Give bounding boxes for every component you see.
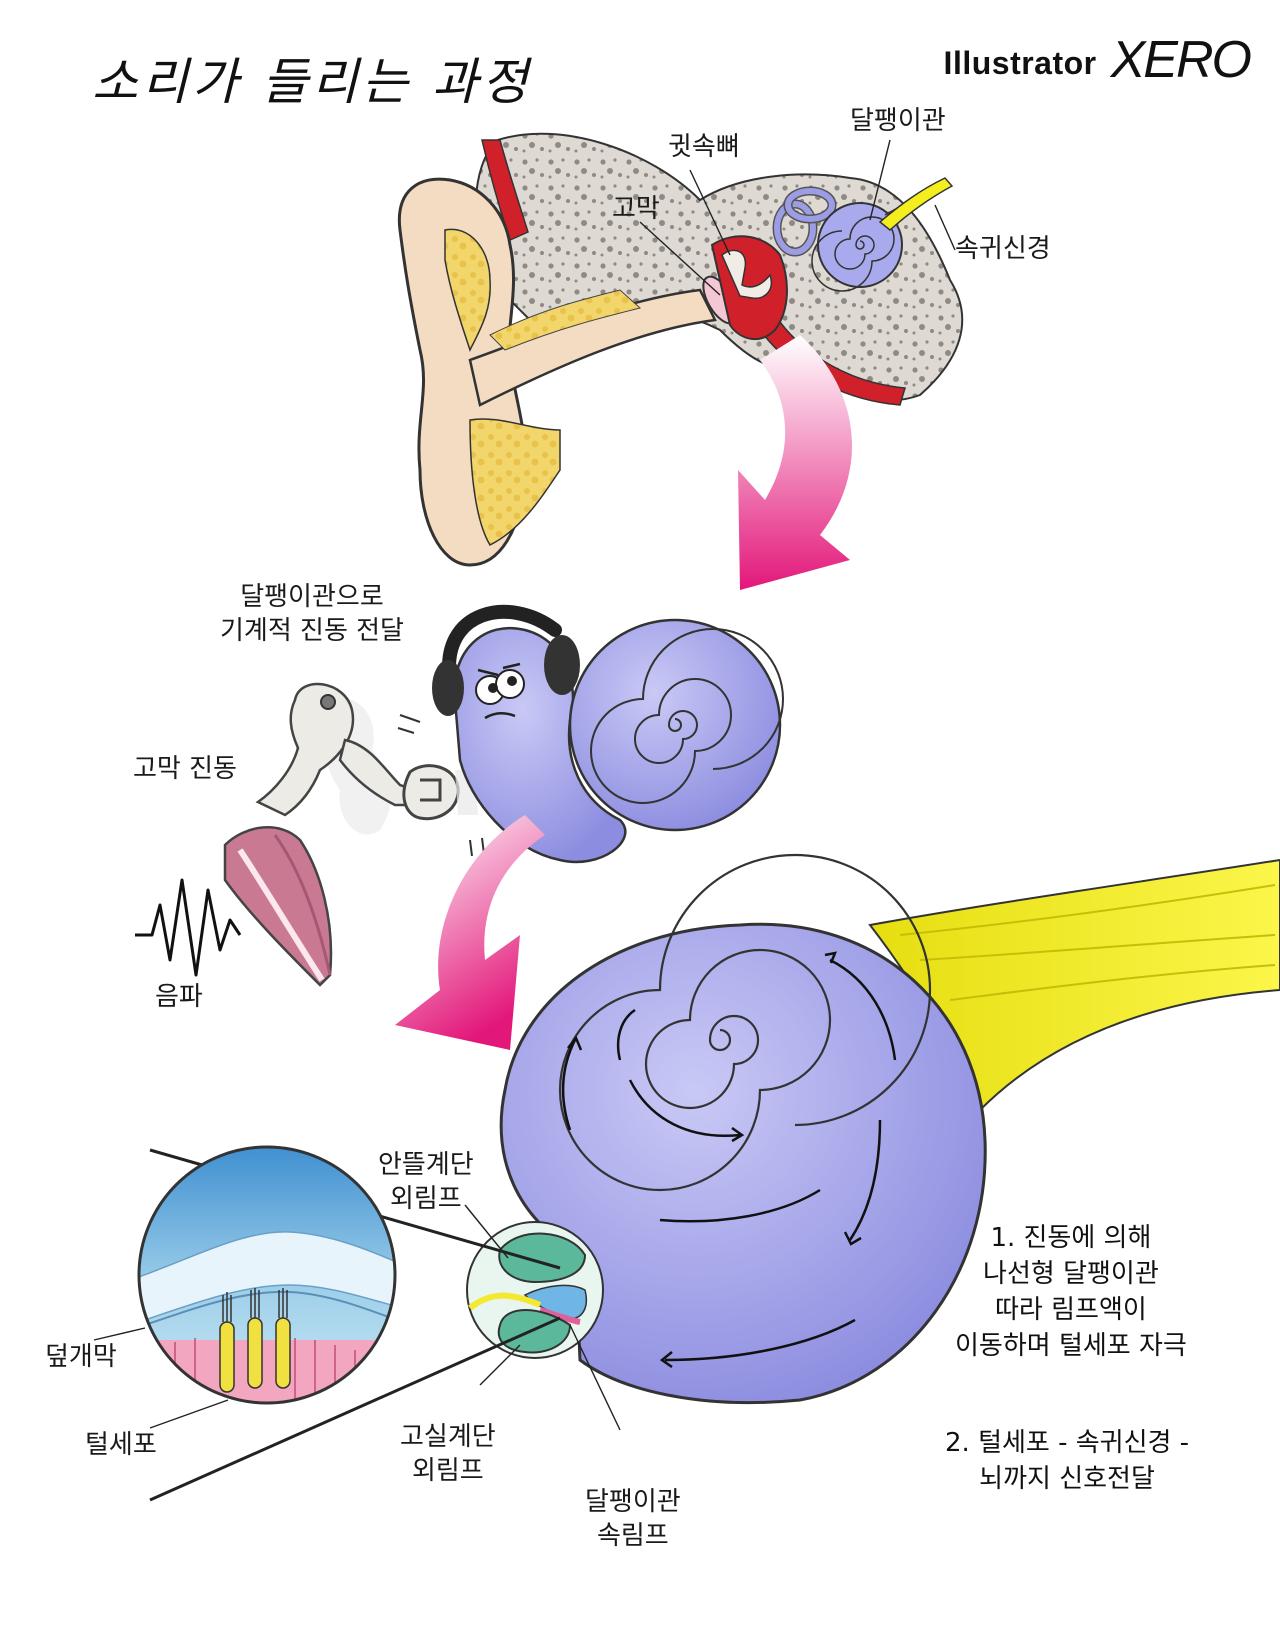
leader-lines-top [639, 139, 956, 296]
flow-arrow-1 [738, 335, 853, 590]
cochlea-character [432, 604, 784, 864]
note-step2-line2: 뇌까지 신호전달 [979, 1464, 1155, 1494]
label-sound-wave: 음파 [155, 982, 203, 1012]
scala-vestibuli-shape [498, 1232, 587, 1284]
brand-logo: Illustrator XERO [943, 31, 1252, 89]
malleus [255, 682, 355, 817]
ossicle-chain [223, 682, 485, 987]
label-scala-vestibuli-line2: 외림프 [389, 1184, 462, 1214]
inner-ear [772, 186, 931, 292]
brand-logo-text: XERO [1110, 31, 1252, 89]
cochlea-large [466, 853, 987, 1405]
flow-arrow-2 [395, 815, 545, 1050]
brand-name: Illustrator [943, 45, 1097, 81]
label-scala-vestibuli: 안뜰계단 외림프 [378, 1148, 474, 1216]
label-cochlear-duct: 달팽이관 속림프 [585, 1485, 681, 1553]
label-eardrum-vibration: 고막 진동 [133, 754, 237, 784]
label-scala-tympani-line2: 외림프 [411, 1456, 484, 1486]
ossicles-shape [721, 249, 772, 299]
ear-anatomy [397, 132, 964, 567]
label-tectorial-membrane: 덮개막 [45, 1342, 117, 1372]
page-title: 소리가 들리는 과정 [92, 53, 532, 111]
note-step1-line1: 1. 진동에 의해 [990, 1223, 1152, 1253]
cartilage-lower [469, 418, 561, 546]
label-scala-tympani: 고실계단 외림프 [400, 1420, 496, 1488]
note-step2: 2. 털세포 - 속귀신경 - 뇌까지 신호전달 [945, 1425, 1189, 1497]
canal-cartilage [489, 289, 642, 351]
auditory-nerve-top [878, 177, 954, 231]
flow-arrows [561, 951, 897, 1369]
stapes [402, 764, 460, 821]
label-transmission-line2: 기계적 진동 전달 [220, 616, 404, 646]
label-scala-tympani-line1: 고실계단 [400, 1422, 496, 1452]
leader-lines-bottom [93, 1204, 621, 1431]
note-step1-line2: 나선형 달팽이관 [983, 1259, 1159, 1289]
note-step2-line1: 2. 털세포 - 속귀신경 - [945, 1428, 1190, 1458]
label-auditory-nerve: 속귀신경 [955, 234, 1051, 264]
label-ossicles: 귓속뼈 [668, 132, 740, 162]
label-scala-vestibuli-line1: 안뜰계단 [378, 1150, 474, 1180]
label-transmission-line1: 달팽이관으로 [240, 582, 384, 612]
label-transmission: 달팽이관으로 기계적 진동 전달 [220, 580, 404, 648]
label-cochlea-top: 달팽이관 [850, 106, 946, 136]
note-step1-line3: 따라 림프액이 [995, 1295, 1147, 1325]
cartilage-upper [444, 228, 491, 352]
label-cochlear-duct-line2: 속림프 [596, 1521, 669, 1551]
note-step1-line4: 이동하며 털세포 자극 [955, 1331, 1187, 1361]
label-eardrum: 고막 [612, 194, 660, 224]
label-hair-cell: 털세포 [85, 1430, 157, 1460]
sound-wave [135, 878, 242, 977]
label-cochlear-duct-line1: 달팽이관 [585, 1487, 681, 1517]
blood-vessel [481, 139, 529, 242]
hair-cells-shape [219, 1288, 291, 1393]
note-step1: 1. 진동에 의해 나선형 달팽이관 따라 림프액이 이동하며 털세포 자극 [955, 1220, 1187, 1364]
